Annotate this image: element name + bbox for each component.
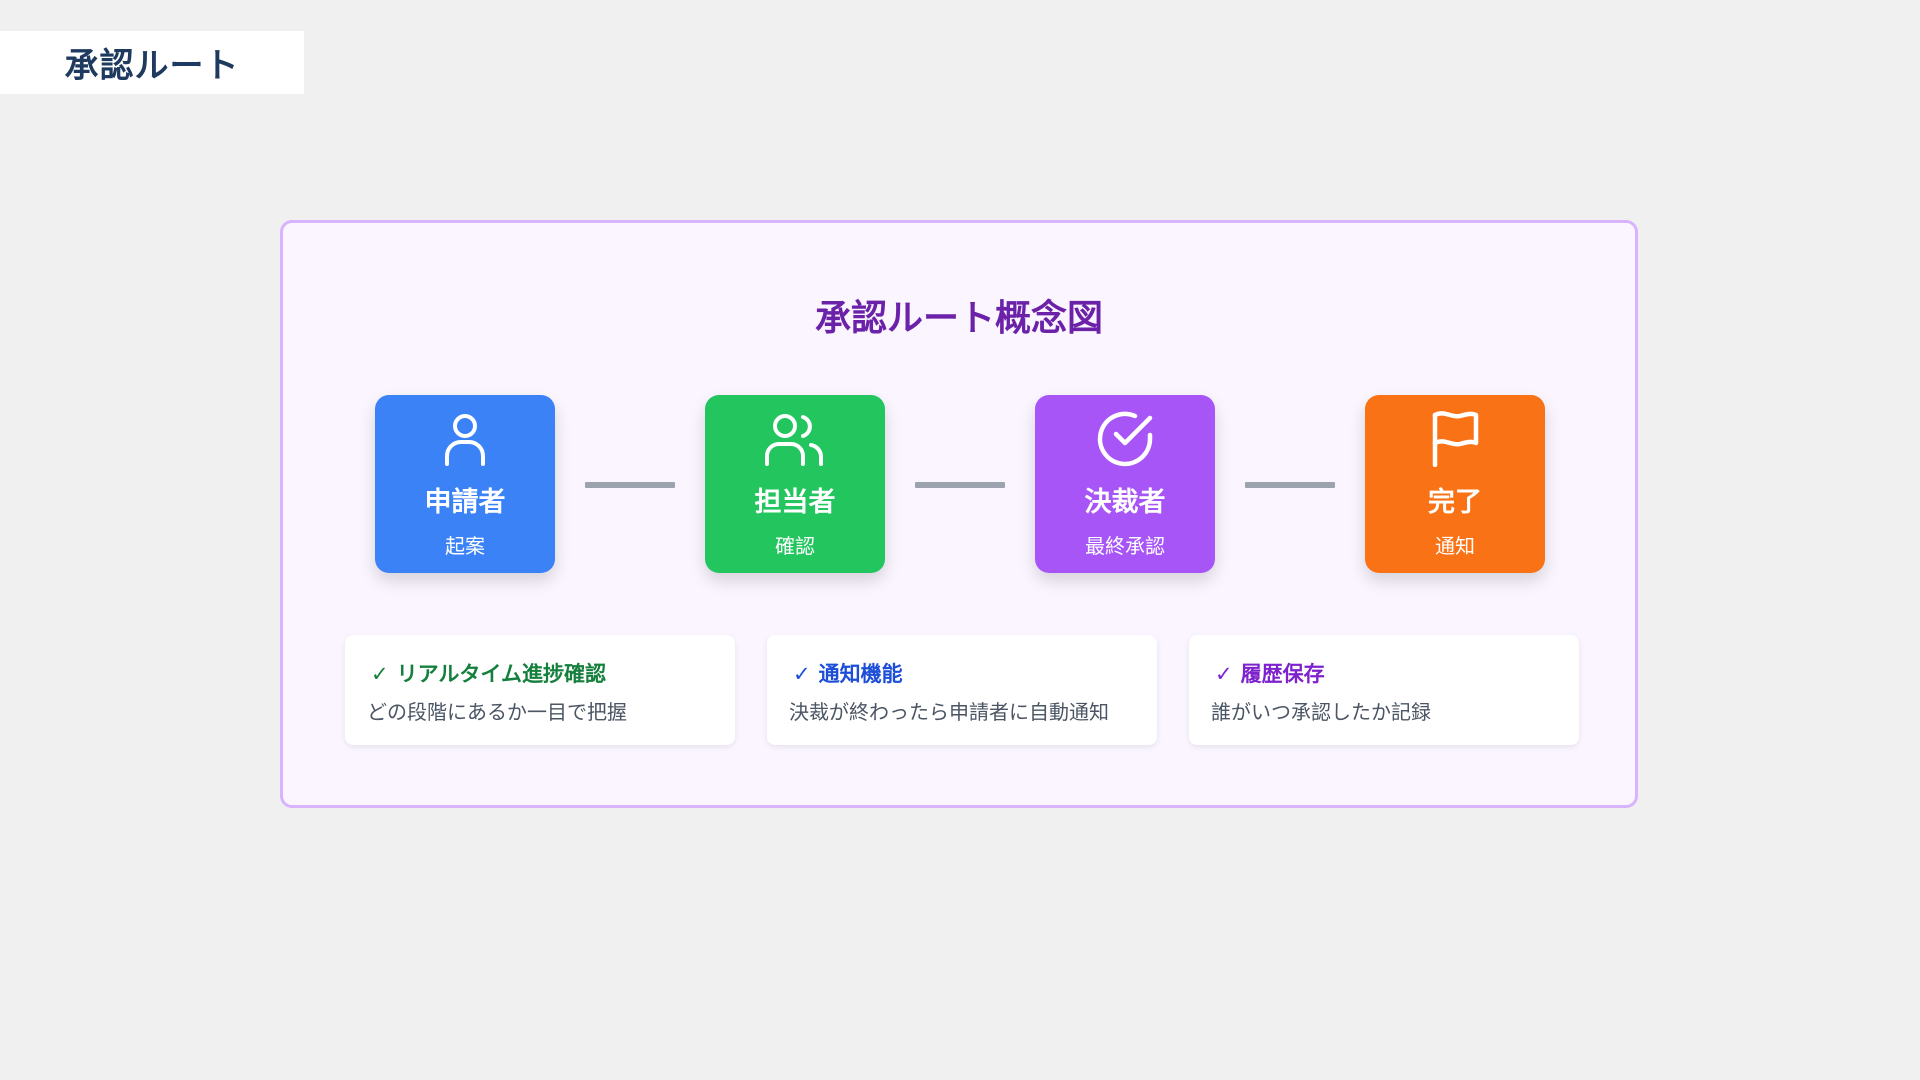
step-applicant: 申請者 起案	[375, 395, 555, 573]
step-title: 担当者	[754, 487, 836, 518]
check-icon: ✓	[371, 662, 389, 686]
step-subtitle: 確認	[775, 534, 815, 558]
check-icon: ✓	[1215, 662, 1233, 686]
feature-title: ✓通知機能	[793, 662, 903, 686]
feature-card-history: ✓履歴保存 誰がいつ承認したか記録	[1189, 635, 1579, 745]
feature-description: どの段階にあるか一目で把握	[367, 700, 627, 724]
person-icon	[375, 411, 555, 467]
feature-title: ✓リアルタイム進捗確認	[371, 662, 606, 686]
step-title: 決裁者	[1084, 487, 1166, 518]
connector-line	[585, 482, 675, 488]
flag-icon	[1365, 411, 1545, 467]
connector-line	[1245, 482, 1335, 488]
approval-route-diagram: 承認ルート概念図 申請者 起案 担当者 確認	[280, 220, 1638, 808]
page-title-tab: 承認ルート	[0, 31, 304, 94]
feature-card-realtime-progress: ✓リアルタイム進捗確認 どの段階にあるか一目で把握	[345, 635, 735, 745]
step-subtitle: 起案	[445, 534, 485, 558]
diagram-title: 承認ルート概念図	[814, 298, 1103, 339]
step-subtitle: 最終承認	[1085, 534, 1165, 558]
users-icon	[705, 411, 885, 467]
check-circle-icon	[1035, 411, 1215, 467]
step-title: 完了	[1428, 487, 1482, 518]
step-subtitle: 通知	[1435, 534, 1475, 558]
feature-description: 決裁が終わったら申請者に自動通知	[789, 700, 1109, 724]
page-title: 承認ルート	[64, 46, 240, 86]
feature-description: 誰がいつ承認したか記録	[1211, 700, 1431, 724]
step-title: 申請者	[424, 487, 506, 518]
check-icon: ✓	[793, 662, 811, 686]
feature-title: ✓履歴保存	[1215, 662, 1325, 686]
connector-line	[915, 482, 1005, 488]
step-approver: 決裁者 最終承認	[1035, 395, 1215, 573]
step-complete: 完了 通知	[1365, 395, 1545, 573]
step-staff: 担当者 確認	[705, 395, 885, 573]
feature-card-notification: ✓通知機能 決裁が終わったら申請者に自動通知	[767, 635, 1157, 745]
